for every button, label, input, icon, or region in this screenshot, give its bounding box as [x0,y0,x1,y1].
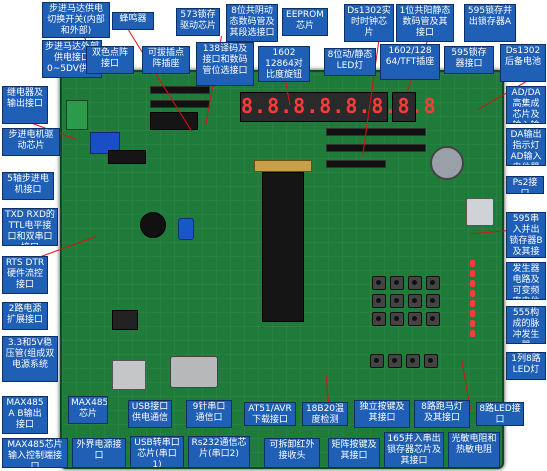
relay [90,132,120,154]
lcd-header-2 [326,144,426,152]
matrix-key[interactable] [390,276,404,290]
label-rts-dtr: RTS DTR硬件流控接口 [2,256,48,294]
ps2-port [466,198,494,226]
label-runner8: 8路跑马灯及其接口 [414,400,470,428]
seven-segment-display: 8.8.8.8.8.8.8.8 [240,92,436,122]
matrix-key[interactable] [426,312,440,326]
label-latch595-a: 595锁存并出锁存器A [464,4,516,42]
label-usb-serial-chip: USB转串口芯片(串口1) [130,436,184,468]
matrix-key[interactable] [408,276,422,290]
independent-key[interactable] [424,354,438,368]
label-dual-dot-matrix: 双色点阵接口 [86,46,134,74]
led-column [470,260,478,340]
label-latch595-b: 595锁存器接口 [444,46,494,74]
independent-key[interactable] [370,354,384,368]
label-seg-single-latch: 1位共阳静态数码管及其接口 [396,4,454,42]
matrix-key[interactable] [372,276,386,290]
label-indep-keys: 独立按键及其接口 [354,400,410,428]
max485-driver-chip [108,150,146,164]
label-latch573: 573锁存驱动芯片 [176,8,220,36]
led-header [326,160,386,168]
matrix-key[interactable] [408,312,422,326]
led-indicator [470,300,475,307]
label-axis5-stepper: 5轴步进电机接口 [2,172,54,200]
label-lcd-interface: 138译码及接口和数码管位选接口 [196,42,254,86]
label-led8-iface: 8路LED接口 [476,402,524,426]
matrix-key[interactable] [426,294,440,308]
label-ds18b20: 18B20温度检测 [302,402,348,426]
independent-key[interactable] [406,354,420,368]
led-indicator [470,260,475,267]
label-serial9: 9针串口通信口 [186,400,232,428]
label-seg-anode-latch: 8位共阴动态数码管及其段选接口 [226,4,278,42]
label-adda: AD/DA高集成芯片及输入输出接口 [506,86,546,124]
label-max485-ctrl: MAX485芯片输入控制端接口 [2,438,68,468]
label-power-ext: 2路电源扩展接口 [2,302,48,330]
matrix-key[interactable] [426,276,440,290]
label-ir-receiver: 可拆卸红外接收头 [264,438,320,468]
usb-connector [112,360,146,390]
led-indicator [470,270,475,277]
independent-keys [370,354,490,374]
label-regulator: 3.3和5V稳压管(组成双电源系统 [2,336,58,382]
independent-key[interactable] [388,354,402,368]
label-ps2: Ps2接口 [506,176,544,194]
label-stepper-driver: 步进电机驱动芯片 [2,128,60,156]
single-seven-segment: 8 [392,92,416,122]
label-lcd1602-contrast: 1602 12864对比度旋钮 [258,46,310,82]
label-eeprom: EEPROM芯片 [282,8,328,36]
relay-terminal [66,100,88,130]
latch-573-chip [150,112,198,130]
label-max485-chip: MAX485芯片 [68,396,108,424]
capacitor-blue [178,218,194,240]
db9-serial-port [170,356,218,388]
label-pulse555: 555构成的脉冲发生器 [506,306,546,344]
led-indicator [470,310,475,317]
matrix-keypad [372,276,482,346]
buzzer-body [140,212,166,238]
label-ds1302-chip: Ds1302实时时钟芯片 [344,4,394,42]
label-stepper-power-switch: 步进马达供电切换开关(内部和外部) [42,2,110,38]
label-pluggable-dot: 可拔插点阵插座 [142,46,190,74]
label-rs232: Rs232通信芯片(串口2) [188,436,250,468]
label-ttl-serial: TXD RXD的TTL电平接口和双串口接口 [2,208,58,246]
led-indicator [470,290,475,297]
led-indicator [470,330,475,337]
label-buzzer: 蜂鸣器 [112,12,154,30]
label-at51: AT51/AVR下载接口 [244,402,296,426]
label-latch595-c: 595串入并出锁存器B及其接口 [506,212,546,258]
led-indicator [470,280,475,287]
label-photo-thermal: 光敏电阻和热敏电阻 [448,432,500,468]
matrix-key[interactable] [372,312,386,326]
label-led8-static: 8位动/静态LED灯 [324,48,376,76]
dot-matrix-header [150,86,210,94]
label-ds1302-backup: Ds1302后备电池 [500,44,546,82]
battery-holder [430,146,464,180]
label-max485-ab: MAX485 A B输出接口 [2,396,48,434]
dot-matrix-header-2 [150,100,210,108]
label-da-indicator: DA输出指示灯AD输入电位器 [506,128,546,166]
label-lcd-tft: 1602/128 64/TFT插座 [380,44,440,80]
label-relay: 继电器及输出接口 [2,86,48,124]
label-led-row: 1列8路LED灯 [506,352,546,380]
led-indicator [470,320,475,327]
label-usb-comm: USB接口供电通信 [128,400,172,428]
mcu-chip [262,172,304,322]
matrix-key[interactable] [390,312,404,326]
power-jack [112,310,138,330]
label-matrix-keys: 矩阵按键及其接口 [328,438,380,468]
label-freq-gen: 发生器电路及可变频率电位器 [506,262,546,300]
label-hc165: 165并入串出锁存器芯片及其接口 [384,432,444,468]
label-ext-power: 外界电源接口 [72,438,126,468]
matrix-key[interactable] [408,294,422,308]
matrix-key[interactable] [390,294,404,308]
matrix-key[interactable] [372,294,386,308]
mcu-socket-lever [254,160,312,172]
lcd-header [326,128,426,136]
